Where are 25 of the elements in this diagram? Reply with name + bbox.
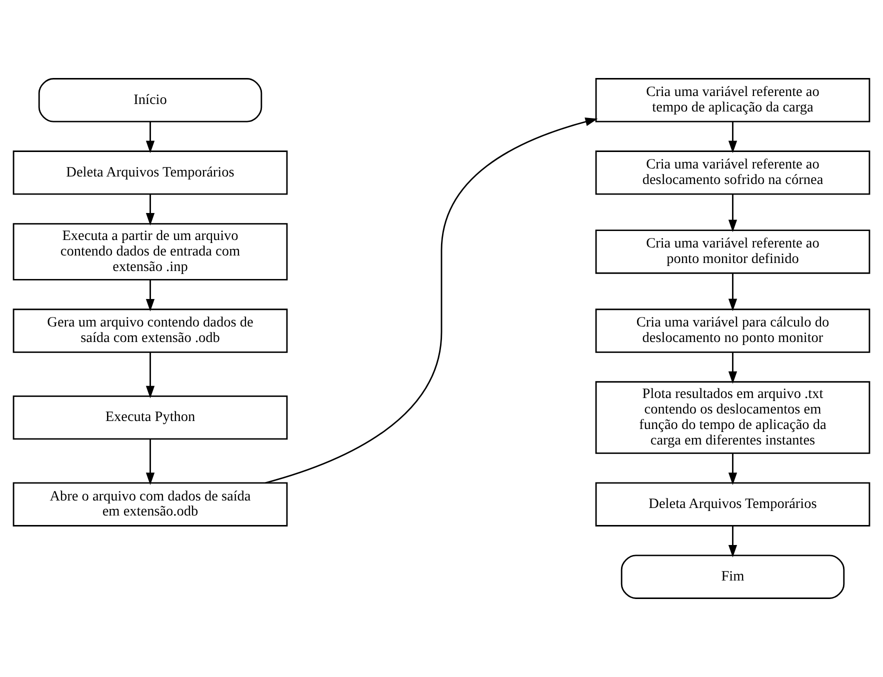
node-box: Cria uma variável para cálculo do deslocamento no ponto monitor (595, 308, 870, 353)
arrow (728, 526, 738, 558)
arrow (146, 122, 155, 154)
node-box: Cria uma variável referente ao deslocamento sofrido na córnea (595, 150, 870, 195)
arrow (146, 439, 155, 486)
arrow (728, 273, 738, 312)
node-box: Executa a partir de um arquivo contendo dados de entrada com extensão .inp (12, 223, 288, 280)
node-box: Executa Python (12, 395, 288, 440)
node-box: Abre o arquivo com dados de saída em extensão.odb (12, 482, 288, 526)
arrow (146, 280, 155, 312)
arrow (728, 352, 738, 384)
node-box: Gera um arquivo contendo dados de saída com extensão .odb (12, 308, 288, 353)
arrow (146, 352, 155, 398)
node-box: Deleta Arquivos Temporários (595, 482, 870, 526)
node-box: Deleta Arquivos Temporários (12, 150, 288, 195)
arrow (728, 454, 738, 486)
node-box: Cria uma variável referente ao ponto monitor definido (595, 230, 870, 274)
node-box: Fim (620, 554, 845, 599)
arrow (728, 194, 738, 232)
node-box: Início (38, 78, 262, 122)
arrow (265, 118, 598, 484)
node-box: Plota resultados em arquivo .txt contendo os deslocamentos em função do tempo de aplicação da carga em diferentes instantes (595, 381, 870, 454)
arrow (146, 194, 155, 226)
node-box: Cria uma variável referente ao tempo de aplicação da carga (595, 78, 870, 122)
arrow (728, 122, 738, 154)
